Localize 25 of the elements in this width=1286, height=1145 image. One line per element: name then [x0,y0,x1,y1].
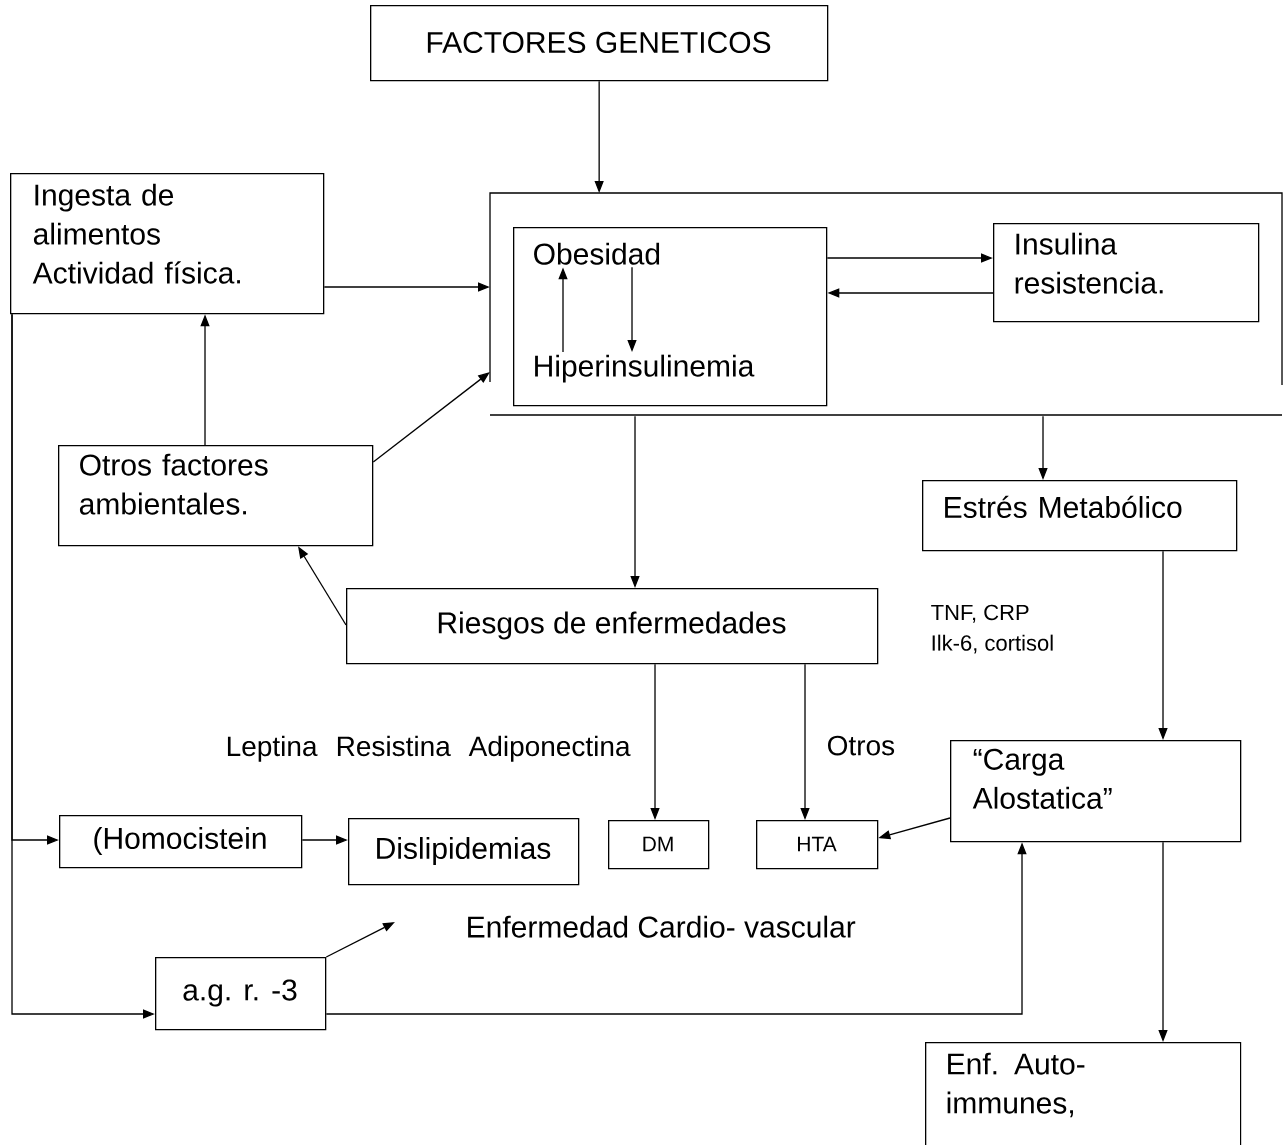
text-label: Leptina [227,735,318,762]
text-label: Resistina [337,735,451,757]
text-label: Hiperinsulinemia [535,354,755,383]
process-box: (Homocistein [59,815,303,869]
process-box: Riesgos de enfermedades [346,588,879,665]
process-box: Ingesta de alimentos Actividad física. [10,173,325,315]
process-box: Dislipidemias [348,818,580,886]
process-box: FACTORES GENETICOS [370,5,829,82]
arrow [372,372,490,463]
process-box: Enf. Auto- immunes, [925,1042,1242,1145]
process-box: HTA [756,820,879,870]
process-box: a.g. r. -3 [155,957,327,1031]
text-label: Ilk-6, cortisol [932,634,1053,654]
text-label: Adiponectina [468,735,631,762]
text-label: Otros [828,735,895,756]
process-box: Estrés Metabólico [922,480,1238,552]
bracket-frame [489,192,1283,416]
text-label: TNF, CRP [931,604,1029,623]
text-label: Obesidad [534,242,660,265]
text-label: Enfermedad Cardio- vascular [468,915,856,938]
group-box [513,227,828,407]
process-box: DM [608,820,710,870]
process-box: Otros factores ambientales. [58,445,374,547]
process-box: Insulina resistencia. [993,223,1260,323]
process-box: “Carga Alostatica” [950,740,1242,843]
